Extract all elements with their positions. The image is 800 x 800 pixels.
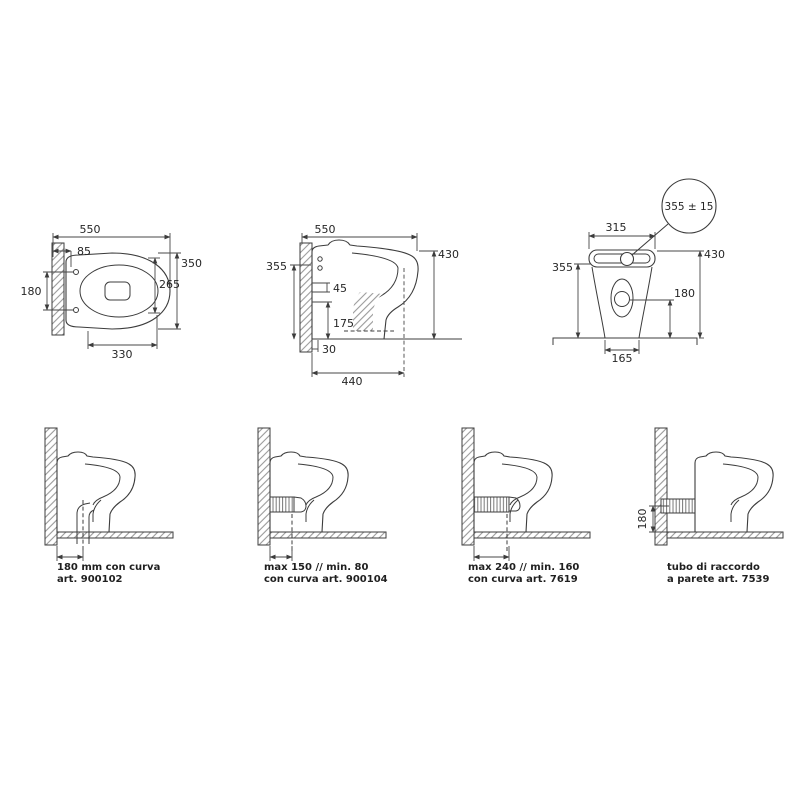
corrugated-pipe [269,496,295,513]
fixing-hole [317,256,323,262]
dim-variant-2 [269,546,293,561]
variant-3-caption-line-2: con curva art. 7619 [468,574,578,585]
dim-label-front-height: 430 [704,248,725,261]
installation-variant-3: max 240 // min. 160 con curva art. 7619 [461,427,591,585]
variant-2-caption-line-1: max 150 // min. 80 [264,562,368,573]
dim-label-top-width: 315 [606,221,627,234]
toilet-side-profile [56,451,136,533]
front-inlet-circle [619,251,635,267]
plan-view: 550 85 350 265 180 330 [21,223,203,361]
installation-variant-4: 180 tubo di raccordo a parete art. 7539 [636,427,784,585]
dim-side-base-setback: 30 [312,340,336,356]
front-outlet-circle [614,291,630,307]
floor-line [552,337,698,345]
variant-1-caption-line-2: art. 900102 [57,574,123,585]
dim-label-side-depth: 550 [315,223,336,236]
toilet-side-profile [694,451,774,533]
dim-side-outlet-center-height: 175 [312,301,354,340]
dim-side-inlet-gap: 45 [312,282,347,295]
plan-flush-opening [104,281,131,301]
callout-balloon [661,178,717,234]
dim-side-total-depth: 550 [301,223,418,251]
dim-variant-3 [473,546,510,561]
dim-variant-1 [56,546,84,561]
dim-label-base-width: 165 [612,352,633,365]
dim-front-total-height: 430 [657,248,725,339]
dim-label-pipe-height: 180 [636,509,649,530]
hinge-hole-top [73,269,79,275]
dim-label-hinge-offset: 85 [77,245,91,258]
pipe-elbow [508,496,521,512]
variant-2-caption-line-2: con curva art. 900104 [264,574,388,585]
dim-front-rear-height: 355 [552,261,591,339]
front-body-left [591,266,606,339]
dim-side-total-height: 430 [419,248,459,340]
dim-front-top-width: 315 [588,221,656,249]
dim-label-front-outlet-height: 180 [674,287,695,300]
dim-label-outlet-distance: 440 [342,375,363,388]
dim-front-base-width: 165 [604,340,640,365]
plan-bowl-inner-rim [79,264,159,318]
fixing-hole [317,265,323,271]
dim-label-rear-height: 355 [266,260,287,273]
hinge-hole-bottom [73,307,79,313]
front-bowl-opening [610,278,634,318]
dim-label-plan-width: 350 [181,257,202,270]
toilet-side-profile [473,451,553,533]
dim-label-bowl-depth: 265 [159,278,180,291]
dim-plan-hinge-spacing: 180 [21,271,73,311]
dim-label-side-height: 430 [438,248,459,261]
callout-label: 355 ± 15 [665,201,714,213]
dim-label-outlet-height: 175 [333,317,354,330]
dim-plan-seat-length: 330 [87,315,158,361]
dim-label-plan-depth: 550 [80,223,101,236]
dim-side-rear-height: 355 [266,260,311,340]
side-trap-section [353,292,383,331]
front-view: 315 430 355 180 165 355 ± 15 [552,178,725,365]
variant-1-caption-line-1: 180 mm con curva [57,562,160,573]
dim-label-inlet-gap: 45 [333,282,347,295]
dim-side-outlet-distance: 440 [311,268,405,388]
seat-height-callout: 355 ± 15 [631,178,717,256]
pipe-elbow [293,496,307,513]
installation-variant-2: max 150 // min. 80 con curva art. 900104 [257,427,388,585]
front-body-right [638,266,653,339]
plan-wall-section [51,242,65,336]
variant-4-caption-line-1: tubo di raccordo [667,562,760,573]
variant-3-caption-line-1: max 240 // min. 160 [468,562,579,573]
installation-variant-1: 180 mm con curva art. 900102 [44,427,174,585]
dim-label-base-setback: 30 [322,343,336,356]
dim-variant-4-pipe-height: 180 [636,505,669,533]
corrugated-pipe [473,496,510,513]
variant-4-caption-line-2: a parete art. 7539 [667,574,770,585]
dim-front-outlet-height: 180 [630,287,695,339]
dim-plan-hinge-offset: 85 [52,245,91,267]
dim-plan-bowl-depth: 265 [148,257,180,314]
dim-label-hinge-spacing: 180 [21,285,42,298]
plan-toilet-outline [65,252,171,330]
side-wall-section [299,242,313,353]
toilet-side-profile [269,451,349,533]
floor-pipe-right [88,509,95,544]
dim-plan-total-width: 350 [158,252,202,330]
dim-label-seat-length: 330 [112,348,133,361]
side-toilet-outline [311,239,419,340]
side-view: 550 430 355 45 175 30 [266,223,462,388]
dim-label-front-rear-height: 355 [552,261,573,274]
callout-leader-line [631,223,669,256]
floor-pipe-left [76,502,91,544]
